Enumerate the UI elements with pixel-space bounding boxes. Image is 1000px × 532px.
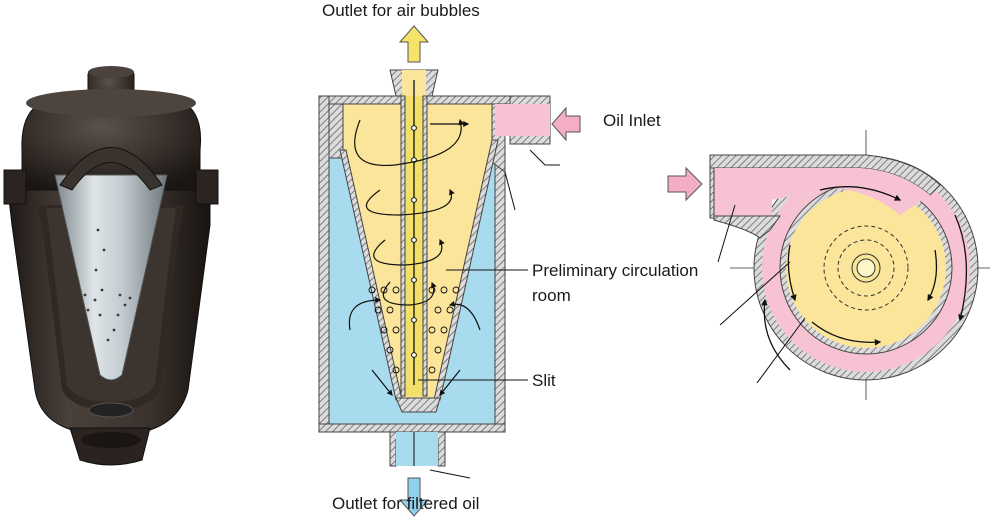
cross-section-diagram bbox=[318, 25, 581, 517]
air-outlet-arrow bbox=[398, 25, 430, 63]
oil-inlet-arrow bbox=[551, 106, 581, 142]
label-slit: Slit bbox=[532, 371, 556, 390]
leader-lines bbox=[418, 149, 560, 479]
housing-walls bbox=[318, 95, 511, 433]
top-view-inlet-arrow bbox=[667, 166, 703, 202]
label-preliminary-circulation: Preliminary circulation bbox=[532, 261, 698, 280]
label-outlet-filtered-oil: Outlet for filtered oil bbox=[332, 494, 479, 513]
filtered-outlet-arrow bbox=[398, 477, 430, 517]
label-outlet-air-bubbles: Outlet for air bubbles bbox=[322, 1, 480, 20]
bottom-outlet bbox=[389, 431, 446, 467]
air-bubbles bbox=[368, 286, 460, 374]
swirl-flow bbox=[348, 118, 481, 396]
label-oil-inlet: Oil Inlet bbox=[603, 111, 661, 130]
oil-inlet-pipe bbox=[495, 95, 551, 145]
top-view-diagram bbox=[667, 130, 990, 400]
label-room: room bbox=[532, 286, 571, 305]
cutaway-render bbox=[3, 66, 219, 466]
center-pipe bbox=[389, 69, 439, 397]
